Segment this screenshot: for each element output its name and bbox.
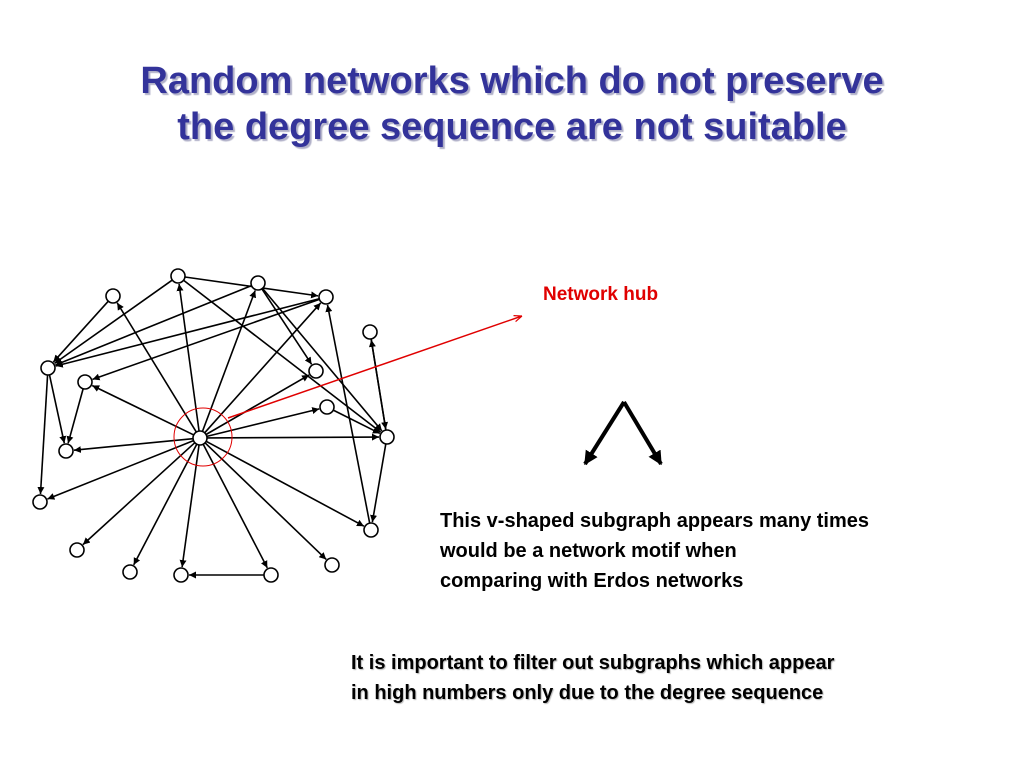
hub-highlight-circle <box>173 407 233 467</box>
graph-edge-n4-n7 <box>92 298 320 381</box>
motif-description: This v-shaped subgraph appears many time… <box>440 506 869 596</box>
network-hub-label: Network hub <box>543 284 659 305</box>
edges-layer <box>37 276 389 579</box>
graph-edge-hub-n15 <box>132 443 198 566</box>
motif-line-3: comparing with Erdos networks <box>440 570 744 592</box>
graph-edge-n5-n10 <box>370 338 389 430</box>
graph-edge-hub-n17 <box>202 443 269 569</box>
graph-edge-n1-n6 <box>52 300 109 363</box>
hub-node <box>192 430 208 446</box>
v-shaped-subgraph-icon <box>583 400 663 466</box>
title-line-2: the degree sequence are not suitable <box>177 106 847 148</box>
graph-edge-n6-n12 <box>37 374 49 495</box>
graph-edge-hub-n4 <box>204 302 322 434</box>
graph-edge-n10-n13 <box>370 443 387 523</box>
graph-node-n9 <box>319 399 335 415</box>
graph-edge-n3-n8 <box>261 288 313 365</box>
graph-node-n5 <box>362 324 378 340</box>
graph-edge-n2-n6 <box>54 279 173 365</box>
graph-edge-n6-n11 <box>48 374 67 444</box>
graph-node-n4 <box>318 289 334 305</box>
graph-node-n14 <box>69 542 85 558</box>
hub-pointer-arrow <box>227 316 522 419</box>
graph-edge-hub-n12 <box>47 439 194 500</box>
graph-node-n10 <box>379 429 395 445</box>
graph-edge-n3-n6 <box>55 284 252 366</box>
graph-edge-hub-n10 <box>206 433 380 441</box>
graph-node-n15 <box>122 564 138 580</box>
graph-node-n6 <box>40 360 56 376</box>
graph-edge-hub-n9 <box>206 407 320 438</box>
graph-node-n16 <box>173 567 189 583</box>
graph-edge-hub-n8 <box>205 374 310 436</box>
title-line-1: Random networks which do not preserve <box>140 60 884 102</box>
graph-edge-hub-n3 <box>201 290 257 432</box>
nodes-layer <box>32 268 395 583</box>
graph-edge-n7-n11 <box>66 388 84 444</box>
conclusion-line-1: It is important to filter out subgraphs … <box>351 652 835 674</box>
graph-node-n7 <box>77 374 93 390</box>
motif-line-1: This v-shaped subgraph appears many time… <box>440 510 870 532</box>
graph-node-n2 <box>170 268 186 284</box>
graph-edge-hub-n13 <box>205 440 365 527</box>
graph-node-n18 <box>324 557 340 573</box>
graph-edge-hub-n14 <box>82 442 196 546</box>
graph-node-n12 <box>32 494 48 510</box>
motif-line-2: would be a network motif when <box>440 540 737 562</box>
graph-edge-n13-n4 <box>325 304 371 524</box>
graph-edge-n3-n10 <box>261 287 383 432</box>
graph-node-n13 <box>363 522 379 538</box>
graph-node-n17 <box>263 567 279 583</box>
slide-title: Random networks which do not preserve th… <box>0 58 1024 150</box>
graph-node-n8 <box>308 363 324 379</box>
graph-node-n3 <box>250 275 266 291</box>
graph-edge-hub-n1 <box>116 302 198 433</box>
graph-edge-hub-n2 <box>176 283 200 432</box>
graph-edge-hub-n7 <box>91 384 195 436</box>
graph-edge-hub-n18 <box>204 442 327 561</box>
graph-node-n1 <box>105 288 121 304</box>
conclusion-text: It is important to filter out subgraphs … <box>351 648 834 708</box>
conclusion-line-2: in high numbers only due to the degree s… <box>351 682 824 704</box>
graph-edge-hub-n11 <box>73 437 194 454</box>
graph-node-n11 <box>58 443 74 459</box>
graph-edge-n9-n10 <box>332 409 381 435</box>
